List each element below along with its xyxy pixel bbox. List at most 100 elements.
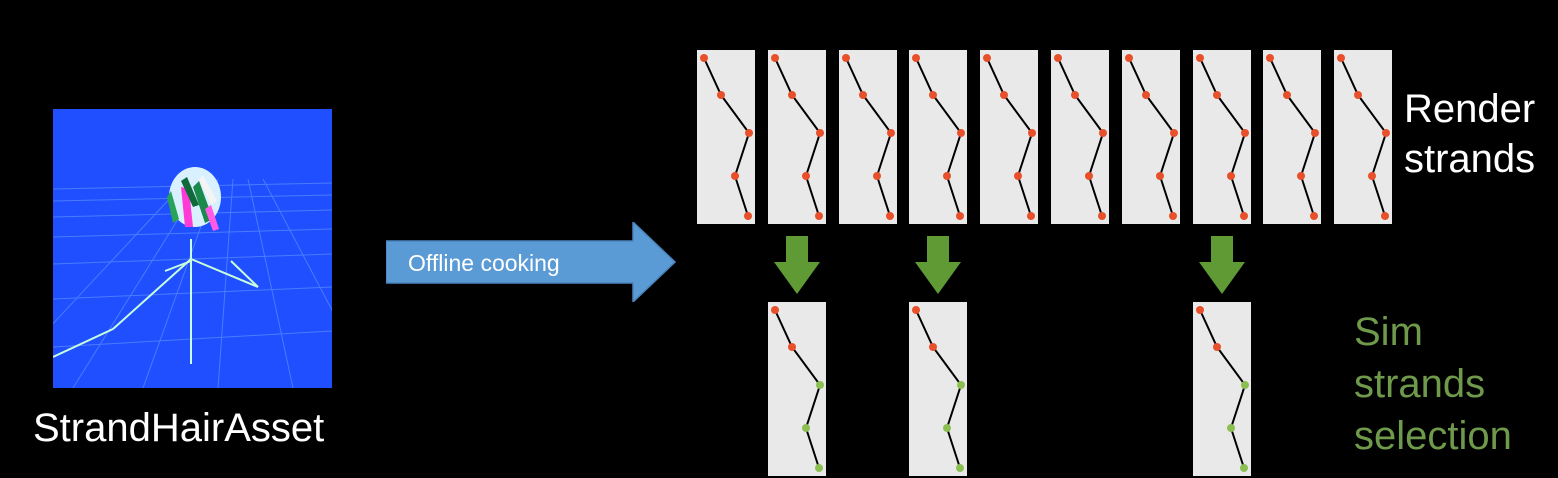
hair-strip-dark-green (181, 177, 199, 207)
render-strand-10 (1334, 50, 1392, 224)
render-strand-8 (1193, 50, 1251, 224)
render-strand-8-point-1 (1196, 54, 1204, 62)
render-strand-3-point-5 (886, 212, 894, 220)
render-strand-6-background (1051, 50, 1109, 224)
render-strand-8-background (1193, 50, 1251, 224)
hair-strip-magenta-2 (205, 205, 219, 231)
render-strand-3-point-3 (887, 129, 895, 137)
sim-strand-8 (1193, 302, 1251, 476)
offline-cooking-arrow (386, 222, 676, 302)
render-strands-label-line-1: Render (1404, 87, 1536, 131)
render-strand-10-point-3 (1382, 129, 1390, 137)
render-strand-6-point-5 (1098, 212, 1106, 220)
selection-arrow-4 (915, 236, 961, 294)
render-strand-4-background (909, 50, 967, 224)
render-strand-2-point-5 (815, 212, 823, 220)
selection-arrow-shape-8 (1199, 236, 1245, 294)
render-strand-4-point-3 (957, 129, 965, 137)
render-strand-7-point-3 (1170, 129, 1178, 137)
render-strands-label-line-2: strands (1404, 137, 1536, 181)
sim-strand-8-point-1 (1196, 306, 1204, 314)
render-strand-2-point-2 (788, 91, 796, 99)
render-strand-2-background (768, 50, 826, 224)
render-strand-5-point-3 (1028, 129, 1036, 137)
render-strand-1 (697, 50, 755, 224)
sim-strand-4-point-3 (957, 381, 965, 389)
render-strand-10-point-2 (1354, 91, 1362, 99)
render-strand-9-point-5 (1310, 212, 1318, 220)
render-strand-1-point-2 (717, 91, 725, 99)
sim-strands-selection-label: Sim strands selection (1354, 306, 1512, 462)
render-strand-7-point-4 (1156, 172, 1164, 180)
sim-strand-8-point-3 (1241, 381, 1249, 389)
render-strand-5-background (980, 50, 1038, 224)
render-strand-10-point-5 (1381, 212, 1389, 220)
render-strand-3 (839, 50, 897, 224)
render-strand-3-point-1 (842, 54, 850, 62)
render-strand-6-point-1 (1054, 54, 1062, 62)
sim-strand-4-point-4 (943, 424, 951, 432)
render-strand-10-point-4 (1368, 172, 1376, 180)
sim-strand-2-point-5 (815, 464, 823, 472)
hair-strip-green-2 (167, 191, 179, 223)
render-strand-2-point-3 (816, 129, 824, 137)
render-strand-8-point-3 (1241, 129, 1249, 137)
render-strand-7-point-1 (1125, 54, 1133, 62)
render-strand-3-background (839, 50, 897, 224)
hair-strip-magenta (181, 187, 193, 227)
render-strand-4-point-1 (912, 54, 920, 62)
sim-strand-8-point-5 (1240, 464, 1248, 472)
hair-asset-viewport (53, 109, 332, 388)
render-strand-9-point-2 (1283, 91, 1291, 99)
sim-strand-2-point-4 (802, 424, 810, 432)
sim-strand-8-background (1193, 302, 1251, 476)
render-strand-2 (768, 50, 826, 224)
render-strand-8-point-5 (1240, 212, 1248, 220)
sim-strand-4-background (909, 302, 967, 476)
render-strand-5 (980, 50, 1038, 224)
render-strand-4-point-5 (956, 212, 964, 220)
render-strand-5-point-4 (1014, 172, 1022, 180)
render-strand-8-point-4 (1227, 172, 1235, 180)
render-strand-2-point-4 (802, 172, 810, 180)
cooking-arrow-shape (386, 222, 676, 302)
render-strand-9-point-4 (1297, 172, 1305, 180)
render-strand-5-point-2 (1000, 91, 1008, 99)
render-strands-label: Render strands (1404, 84, 1535, 184)
render-strand-2-point-1 (771, 54, 779, 62)
render-strand-1-background (697, 50, 755, 224)
render-strand-3-point-4 (873, 172, 881, 180)
hair-strip-white (199, 175, 217, 205)
viewport-background (53, 109, 332, 388)
render-strand-1-point-1 (700, 54, 708, 62)
selection-arrow-shape-4 (915, 236, 961, 294)
skeleton-rig (53, 239, 259, 364)
sim-strand-2-background (768, 302, 826, 476)
render-strand-7 (1122, 50, 1180, 224)
render-strand-6-point-2 (1071, 91, 1079, 99)
sim-label-line-3: selection (1354, 414, 1512, 458)
offline-cooking-label: Offline cooking (408, 250, 560, 276)
render-strand-6-point-3 (1099, 129, 1107, 137)
sim-strand-4-point-2 (929, 343, 937, 351)
selection-arrow-8 (1199, 236, 1245, 294)
sim-strand-4-point-1 (912, 306, 920, 314)
selection-arrow-shape-2 (774, 236, 820, 294)
render-strand-3-point-2 (859, 91, 867, 99)
render-strand-5-point-5 (1027, 212, 1035, 220)
render-strand-1-point-3 (745, 129, 753, 137)
render-strand-10-point-1 (1337, 54, 1345, 62)
asset-label: StrandHairAsset (33, 406, 325, 450)
render-strand-9-point-3 (1311, 129, 1319, 137)
sim-strand-8-point-2 (1213, 343, 1221, 351)
render-strand-7-point-5 (1169, 212, 1177, 220)
render-strand-8-point-2 (1213, 91, 1221, 99)
sim-label-line-1: Sim (1354, 310, 1423, 354)
render-strand-9-background (1263, 50, 1321, 224)
render-strand-6-point-4 (1085, 172, 1093, 180)
render-strand-4-point-4 (943, 172, 951, 180)
render-strand-7-point-2 (1142, 91, 1150, 99)
hair-head-model (167, 167, 221, 231)
render-strand-9 (1263, 50, 1321, 224)
